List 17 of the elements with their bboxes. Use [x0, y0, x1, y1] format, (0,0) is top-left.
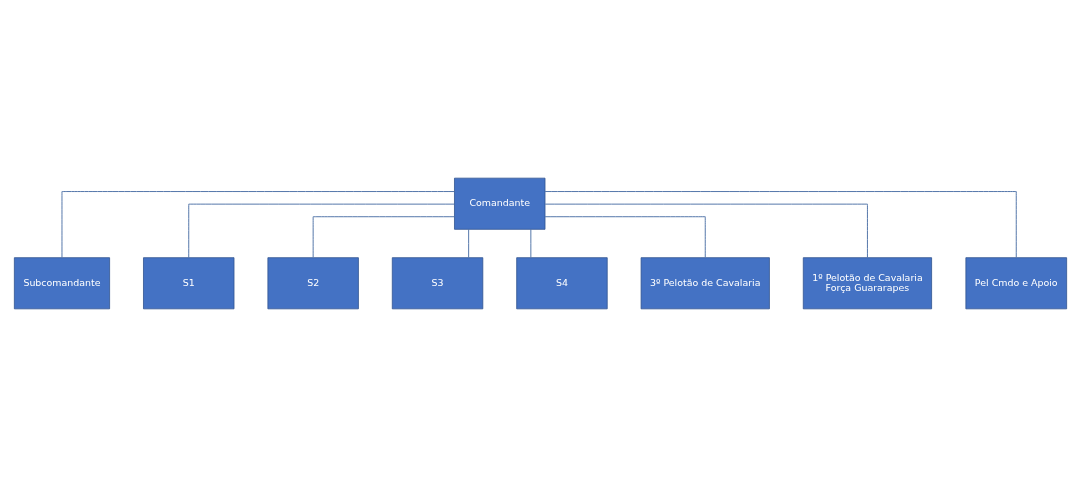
- node-box: S2: [267, 256, 359, 309]
- connector: [544, 190, 1017, 258]
- node-box: S4: [516, 256, 608, 309]
- node-box: Subcomandante: [13, 256, 110, 309]
- node-box: 3º Pelotão de Cavalaria: [640, 256, 770, 309]
- connector: [544, 215, 706, 258]
- connector: [312, 215, 455, 258]
- connector: [530, 228, 532, 258]
- node-box: S3: [391, 256, 484, 309]
- node-box: Comandante: [454, 177, 546, 230]
- connector: [468, 228, 470, 258]
- connector: [61, 190, 455, 258]
- connector: [544, 203, 868, 258]
- node-box: S1: [143, 256, 235, 309]
- node-box: 1º Pelotão de Cavalaria Força Guararapes: [802, 256, 932, 309]
- connector: [188, 203, 455, 258]
- node-box: Pel Cmdo e Apoio: [965, 256, 1068, 309]
